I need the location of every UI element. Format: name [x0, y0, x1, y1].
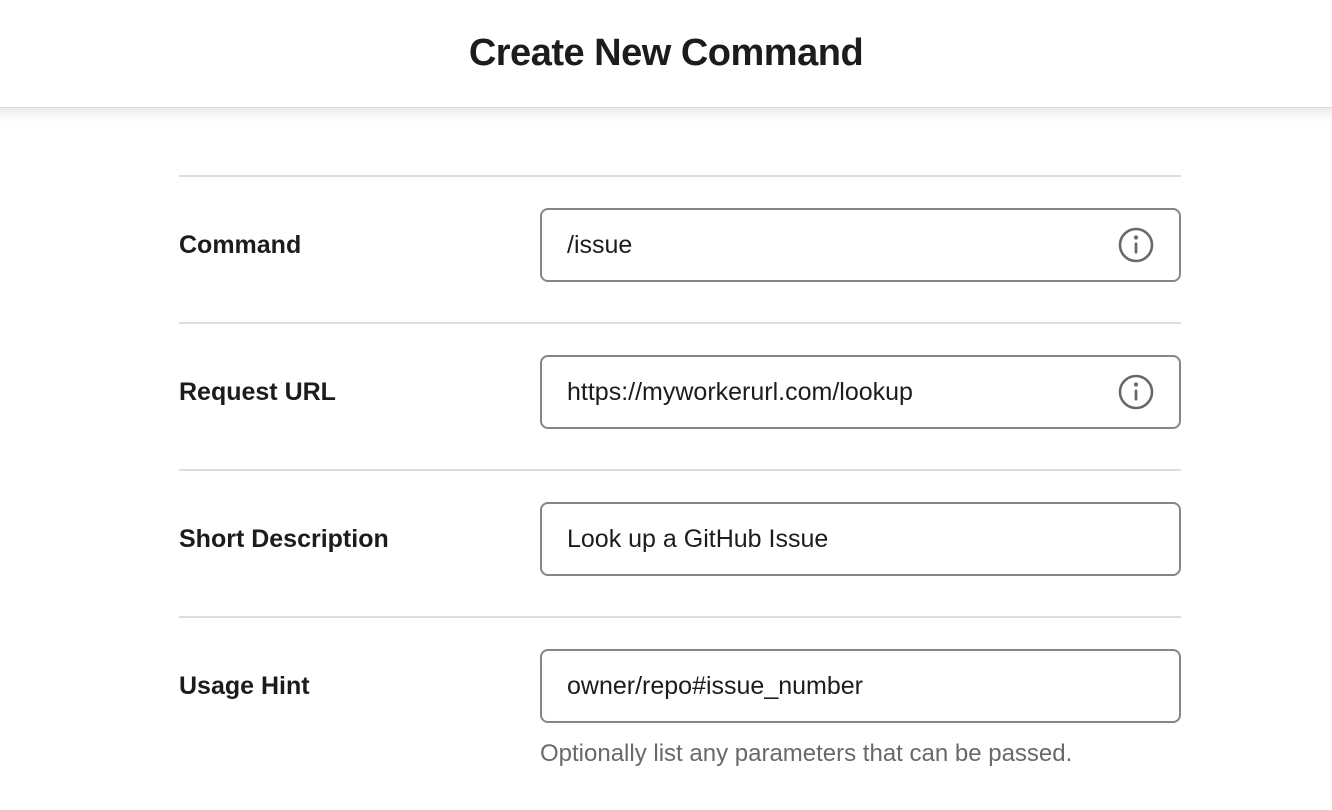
info-icon[interactable] — [1118, 374, 1154, 410]
usage-hint-label: Usage Hint — [179, 671, 310, 700]
modal-body: Command Request URL — [0, 175, 1332, 808]
create-command-form: Command Request URL — [179, 175, 1181, 808]
request-url-input[interactable] — [540, 355, 1181, 429]
usage-hint-help-text: Optionally list any parameters that can … — [540, 740, 1073, 767]
usage-hint-input[interactable] — [540, 649, 1181, 723]
short-description-input[interactable] — [540, 502, 1181, 576]
header-shadow — [0, 108, 1332, 121]
form-row-usage-hint: Usage Hint Optionally list any parameter… — [179, 616, 1181, 808]
command-label: Command — [179, 230, 302, 259]
info-icon[interactable] — [1118, 227, 1154, 263]
modal-header: Create New Command — [0, 0, 1332, 108]
command-input[interactable] — [540, 208, 1181, 282]
page-title: Create New Command — [468, 32, 864, 74]
form-row-request-url: Request URL — [179, 322, 1181, 469]
request-url-label: Request URL — [179, 377, 336, 406]
form-row-command: Command — [179, 175, 1181, 322]
short-description-label: Short Description — [179, 524, 389, 553]
form-row-short-description: Short Description — [179, 469, 1181, 616]
